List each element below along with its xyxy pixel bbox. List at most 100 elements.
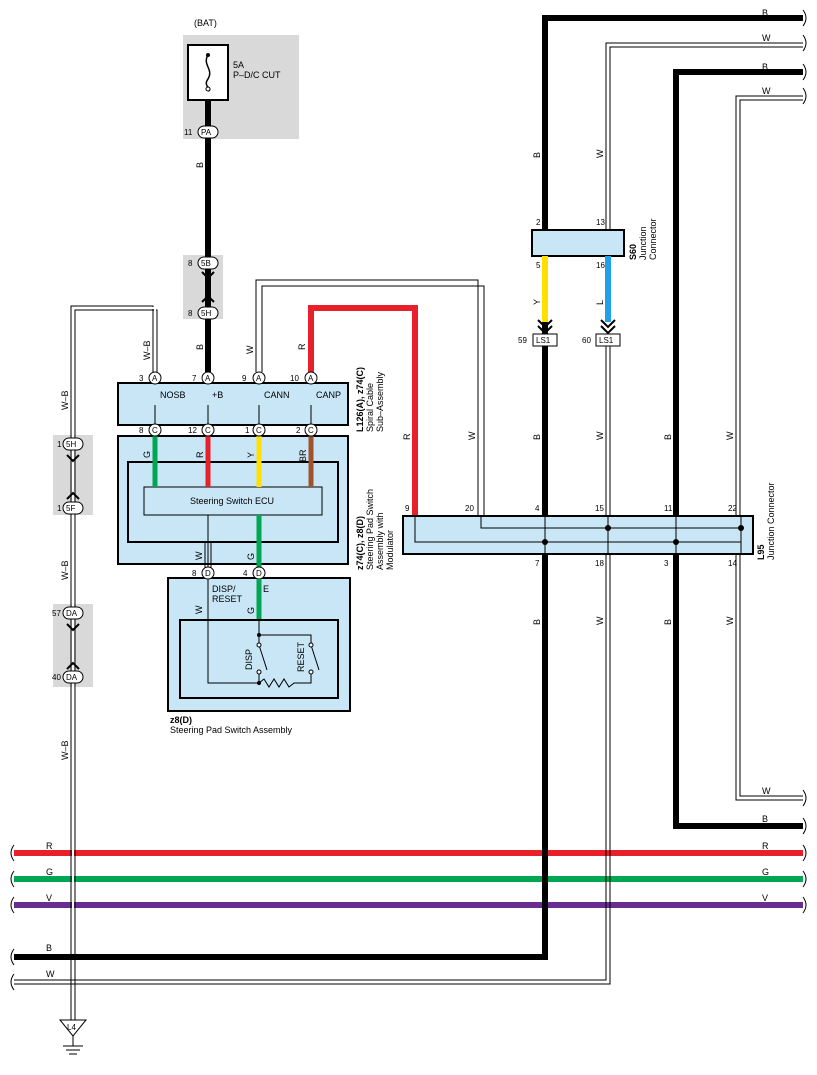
svg-text:L4: L4 xyxy=(67,1023,76,1032)
svg-text:A: A xyxy=(205,374,211,383)
nosb-label: NOSB xyxy=(160,390,186,400)
reset-switch-label: RESET xyxy=(296,641,306,672)
svg-text:C: C xyxy=(308,426,314,435)
disp-reset-label-2: RESET xyxy=(212,594,243,604)
connector-da2: DA 40 xyxy=(52,670,84,684)
connector-da1: DA 57 xyxy=(52,606,84,620)
g-wire-label: G xyxy=(142,451,152,458)
l95-pin-20: 20 xyxy=(465,504,474,513)
w-pad-label: W xyxy=(194,605,204,614)
connector-l5f: 5F 1 xyxy=(57,501,84,515)
r-wire-label: R xyxy=(195,451,205,458)
top-w2-label: W xyxy=(762,86,771,96)
ecu-color-wires xyxy=(152,436,314,487)
top-w-wire-1 xyxy=(605,42,803,230)
s60-code: S60 xyxy=(628,244,638,260)
svg-text:LS1: LS1 xyxy=(599,336,614,345)
svg-text:1: 1 xyxy=(57,504,62,513)
spiral-top-pins: A 3 A 7 A 9 A 10 xyxy=(139,371,318,385)
svg-text:11: 11 xyxy=(184,128,193,137)
b-below-2: B xyxy=(663,619,673,625)
r-canp-label: R xyxy=(297,343,307,350)
svg-text:LS1: LS1 xyxy=(536,336,551,345)
bus-v-right: V xyxy=(762,893,768,903)
disp-switch-label: DISP xyxy=(244,649,254,670)
l95-pin-11: 11 xyxy=(664,504,673,513)
pad-circuit xyxy=(207,620,320,688)
wb-label-4: W–B xyxy=(60,740,70,760)
svg-text:9: 9 xyxy=(242,374,247,383)
wb-label-3: W–B xyxy=(60,560,70,580)
br-wire-label: BR xyxy=(298,449,308,462)
bot-w-label: W xyxy=(46,969,55,979)
ls1b-w-wire xyxy=(605,346,611,516)
ls1-connector-a: LS1 59 xyxy=(518,333,558,347)
ecu-name1: Steering Pad Switch xyxy=(365,489,375,570)
pad-code: z8(D) xyxy=(170,715,192,725)
g-pad-label: G xyxy=(246,607,256,614)
chevron-icon xyxy=(66,454,80,500)
svg-text:D: D xyxy=(205,569,211,578)
chevron-icon xyxy=(600,319,616,335)
svg-text:60: 60 xyxy=(582,336,591,345)
spiral-name2: Sub–Assembly xyxy=(375,371,385,432)
svg-text:PA: PA xyxy=(201,128,212,137)
svg-text:8: 8 xyxy=(139,426,144,435)
w-l95-15-label: W xyxy=(595,431,605,440)
r-l95-label: R xyxy=(402,433,412,440)
s60-name1: Junction xyxy=(638,226,648,260)
disp-reset-label-1: DISP/ xyxy=(212,584,236,594)
svg-text:1: 1 xyxy=(245,426,250,435)
bottom-buses xyxy=(10,844,807,914)
ecu-bottom-pins: C 8 C 12 C 1 C 2 xyxy=(139,423,318,437)
l95-pin-15: 15 xyxy=(595,504,604,513)
l95-code: L95 xyxy=(756,544,766,560)
w-l95-20-label: W xyxy=(467,431,477,440)
svg-text:C: C xyxy=(152,426,158,435)
l95-pin-7: 7 xyxy=(535,559,540,568)
svg-text:3: 3 xyxy=(139,374,144,383)
y-s60-label: Y xyxy=(532,299,542,305)
s60-pin-tl: 2 xyxy=(536,218,541,227)
chevron-icon xyxy=(201,271,215,303)
l95-14-w-wire xyxy=(735,554,803,801)
l95-pin-14: 14 xyxy=(728,559,737,568)
pa-connector: PA 11 xyxy=(184,125,219,139)
b-spiral-label: B xyxy=(195,344,205,350)
bat-label: (BAT) xyxy=(194,18,217,28)
connector-5b: 5B 8 xyxy=(188,256,219,270)
s60-pin-br: 16 xyxy=(596,261,605,270)
b-l95-4-label: B xyxy=(532,434,542,440)
svg-text:59: 59 xyxy=(518,336,527,345)
l-s60-label: L xyxy=(595,300,605,305)
s60-name2: Connector xyxy=(648,218,658,260)
svg-text:A: A xyxy=(256,374,262,383)
bus-g-right: G xyxy=(762,867,769,877)
l95-internal xyxy=(414,516,742,554)
ecu-name2: Assembly with xyxy=(375,512,385,570)
s60-junction-box xyxy=(531,229,625,257)
svg-text:8: 8 xyxy=(188,259,193,268)
svg-text:5F: 5F xyxy=(66,504,75,513)
ecu-name3: Modulator xyxy=(385,530,395,570)
chevron-icon xyxy=(66,623,80,670)
right-b-bot-label: B xyxy=(762,814,768,824)
ls1-connector-b: LS1 60 xyxy=(582,333,621,347)
spiral-name1: Spiral Cable xyxy=(365,383,375,432)
l95-pin-18: 18 xyxy=(595,559,604,568)
pad-name: Steering Pad Switch Assembly xyxy=(170,725,293,735)
chevron-icon xyxy=(537,319,553,335)
canp-label: CANP xyxy=(316,390,341,400)
top-w-wire-2 xyxy=(735,95,803,516)
svg-text:5H: 5H xyxy=(66,440,76,449)
w-s60-label: W xyxy=(595,149,605,158)
spiral-internal-lines xyxy=(154,405,312,425)
ecu-code: z74(C), z8(D) xyxy=(355,516,365,570)
bus-v-left: V xyxy=(46,893,52,903)
svg-text:A: A xyxy=(308,374,314,383)
spiral-cable-box xyxy=(117,382,349,426)
cann-label: CANN xyxy=(264,390,290,400)
svg-text:DA: DA xyxy=(66,609,78,618)
svg-text:8: 8 xyxy=(192,569,197,578)
g-ecu-label: G xyxy=(246,553,256,560)
